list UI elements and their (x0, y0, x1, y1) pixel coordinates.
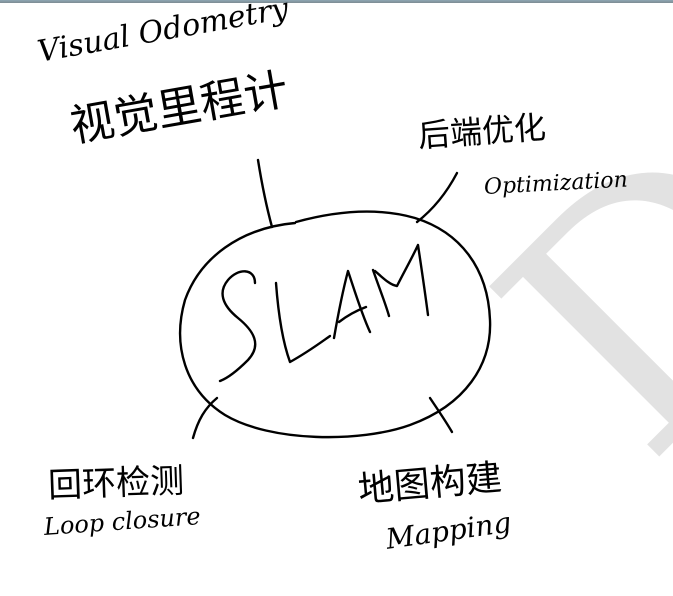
slam-letter-s (218, 270, 257, 383)
diagram-strokes (178, 158, 492, 440)
label-optimization-cn: 后端优化 (416, 108, 548, 155)
connector-mapping (428, 396, 454, 434)
slam-letter-m (371, 243, 430, 318)
connector-visual-odometry (256, 158, 274, 229)
top-border (0, 0, 673, 3)
slam-ellipse (178, 210, 492, 439)
connector-optimization (415, 171, 459, 224)
label-loop-closure-cn: 回环检测 (47, 461, 185, 506)
connector-loop-closure (191, 396, 219, 440)
slam-letter-l (274, 281, 332, 364)
slam-letter-a (332, 269, 372, 340)
